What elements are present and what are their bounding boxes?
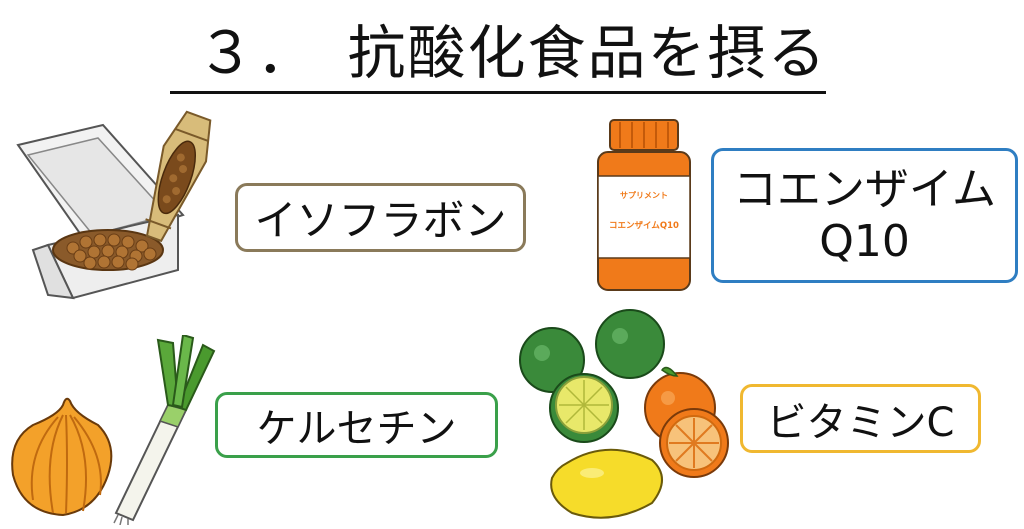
supplement-bottle-icon: サプリメント コエンザイムQ10: [597, 119, 691, 291]
bottle-label-small: サプリメント: [620, 190, 668, 200]
natto-icon: [16, 110, 212, 300]
coenzyme-q10-line1: コエンザイム: [732, 163, 997, 215]
citrus-fruits-icon: [519, 309, 729, 519]
vitamin-c-label: ビタミンC: [740, 384, 981, 453]
onion-leek-icon: [11, 335, 216, 525]
bottle-label-main: コエンザイムQ10: [609, 221, 679, 231]
quercetin-label: ケルセチン: [215, 392, 498, 458]
coenzyme-q10-label: コエンザイム Q10: [711, 148, 1018, 283]
coenzyme-q10-line2: Q10: [819, 215, 910, 267]
page-title: ３． 抗酸化食品を摂る: [196, 19, 828, 87]
title-underline: [170, 91, 826, 94]
isoflavone-label: イソフラボン: [235, 183, 526, 252]
